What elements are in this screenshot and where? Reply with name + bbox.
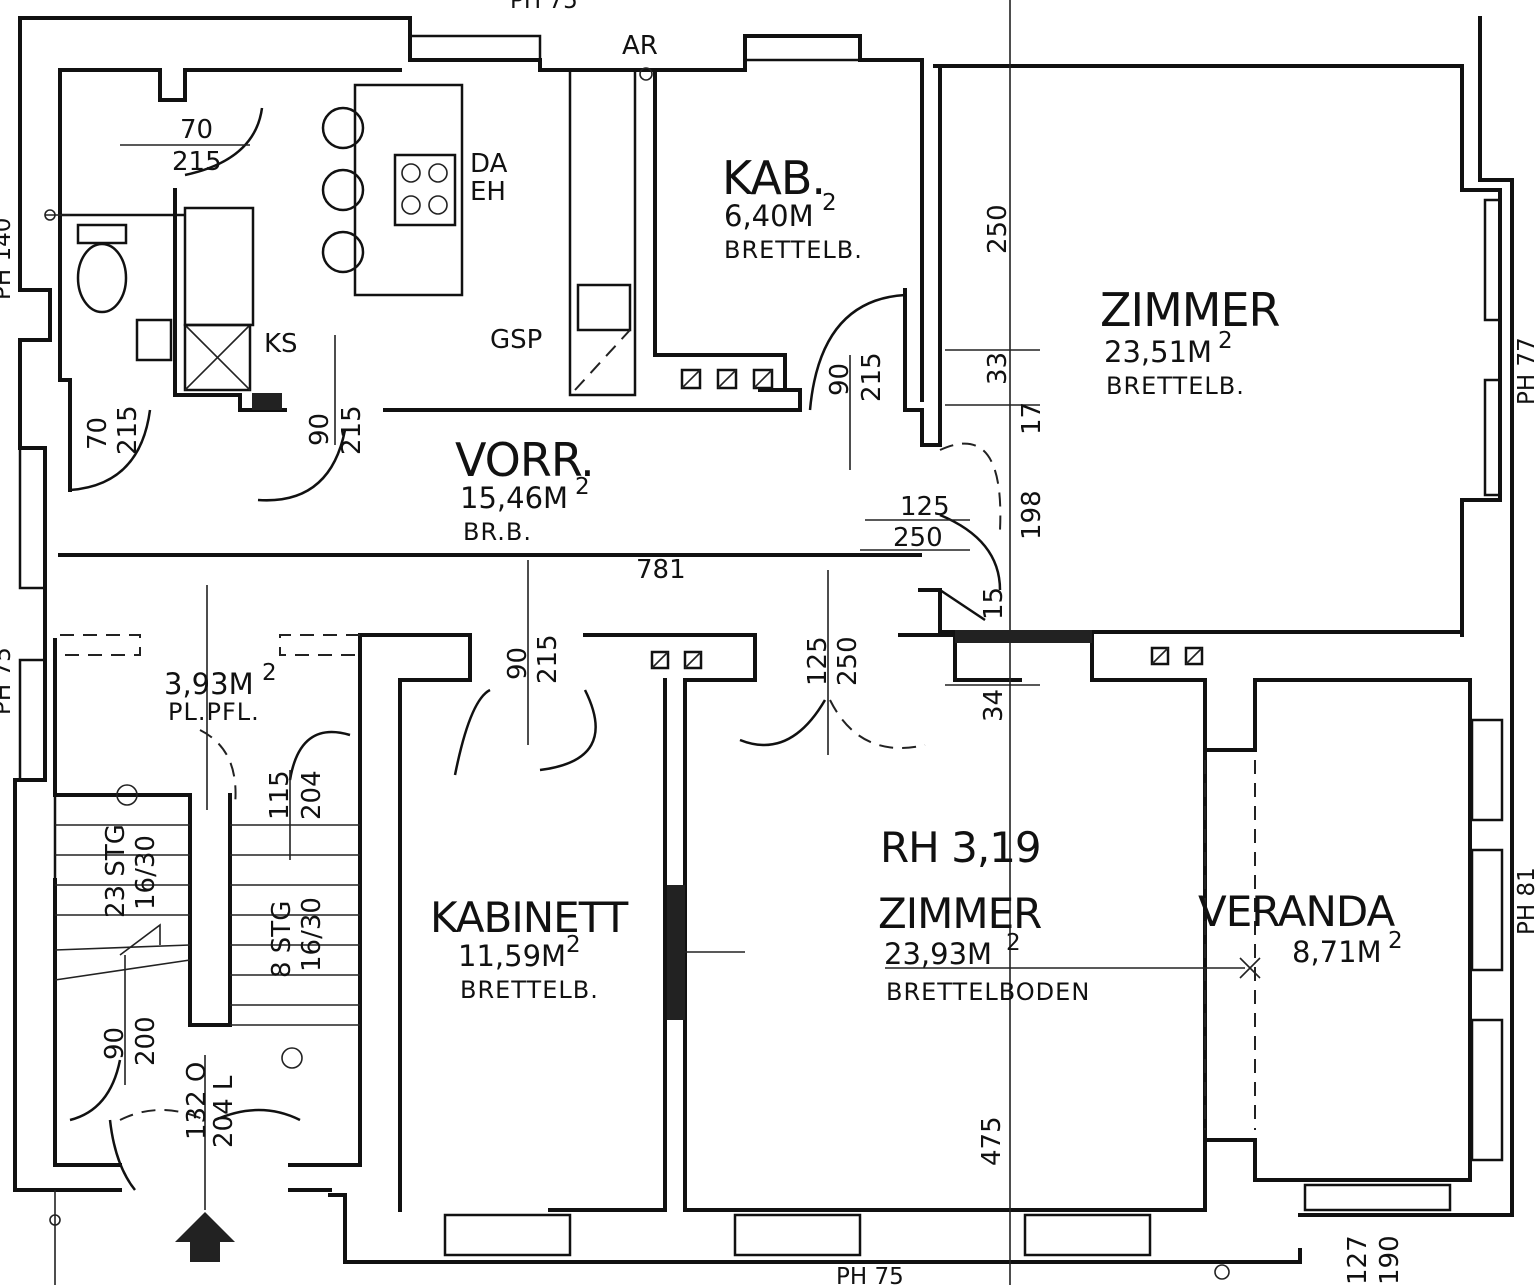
room-landing-floor: PL.PFL.: [168, 698, 260, 726]
dim-90-kab: 90: [825, 363, 855, 396]
ph-left-mid: PH 75: [0, 647, 16, 715]
ph-right-top: PH 77: [1514, 337, 1536, 405]
stair-count-2: 8 STG: [267, 901, 297, 978]
room-zimmer-top-area-sup: 2: [1218, 328, 1233, 354]
dim-34: 34: [979, 689, 1009, 722]
dim-215-kabinett: 215: [533, 634, 563, 684]
dim-90-kabinett: 90: [503, 647, 533, 680]
dim-215-wc: 215: [113, 405, 143, 455]
stair-treads: [54, 784, 360, 1069]
room-zimmer-top-area: 23,51M: [1104, 335, 1212, 369]
dimension-labels: 70 215 70 215 90 215 90 215 250 33 17 12…: [83, 115, 1405, 1285]
room-kab-name: KAB.: [722, 151, 825, 205]
windows: [18, 34, 1504, 1257]
dim-125-door: 125: [900, 492, 950, 522]
room-vorr-area: 15,46M: [460, 481, 568, 515]
room-zimmer-main-name: ZIMMER: [878, 889, 1041, 938]
ph-top: PH 75: [510, 0, 578, 14]
dim-33: 33: [983, 352, 1013, 385]
ph-bottom: PH 75: [836, 1264, 904, 1285]
dim-90-stair: 90: [100, 1027, 130, 1060]
dim-250-zimmer-door: 250: [833, 636, 863, 686]
ph-left-top: PH 140: [0, 218, 16, 300]
room-landing-area-sup: 2: [262, 660, 277, 686]
dim-15: 15: [979, 587, 1009, 620]
ph-right-mid: PH 81: [1514, 867, 1536, 935]
room-zimmer-main-area: 23,93M: [884, 937, 992, 971]
room-kabinett-area-sup: 2: [566, 932, 581, 958]
dim-204-l: 204 L: [209, 1075, 239, 1148]
stair-ratio-1: 16/30: [131, 835, 161, 910]
dim-132-o: 132 O: [182, 1062, 212, 1140]
room-vorr-floor: BR.B.: [463, 518, 532, 546]
room-zimmer-main-area-sup: 2: [1006, 930, 1021, 956]
room-labels: KAB. 6,40M 2 BRETTELB. ZIMMER 23,51M 2 B…: [164, 151, 1403, 1006]
dim-90-kitchen: 90: [305, 413, 335, 446]
room-zimmer-top-floor: BRETTELB.: [1106, 372, 1245, 400]
partitions: [60, 630, 1256, 1130]
dim-200-stair: 200: [131, 1016, 161, 1066]
label-da: DA: [470, 149, 508, 179]
room-zimmer-main-floor: BRETTELBODEN: [886, 978, 1090, 1006]
dim-70-wc: 70: [83, 417, 113, 450]
dim-475: 475: [977, 1116, 1007, 1166]
dim-250-door: 250: [893, 523, 943, 553]
fixture-labels: AR DA EH KS GSP: [264, 31, 658, 359]
stair-ratio-2: 16/30: [297, 897, 327, 972]
room-zimmer-top-name: ZIMMER: [1100, 283, 1280, 337]
room-kabinett-name: KABINETT: [430, 893, 629, 942]
label-eh: EH: [470, 177, 506, 207]
room-kabinett-area: 11,59M: [458, 939, 566, 973]
dim-17: 17: [1017, 402, 1047, 435]
room-vorr-name: VORR.: [455, 433, 594, 487]
room-vorr-area-sup: 2: [575, 474, 590, 500]
door-swings: [69, 107, 1002, 1191]
chimney-flues: [650, 368, 1204, 670]
dim-215-kitchen: 215: [337, 405, 367, 455]
dim-781: 781: [636, 555, 686, 585]
room-kabinett-floor: BRETTELB.: [460, 976, 599, 1004]
dim-215-top: 215: [172, 147, 222, 177]
room-landing-area: 3,93M: [164, 667, 254, 701]
dim-127: 127: [1343, 1235, 1373, 1285]
label-gsp: GSP: [490, 325, 542, 355]
stair-count-1: 23 STG: [101, 824, 131, 918]
dim-115: 115: [265, 770, 295, 820]
dim-125-zimmer: 125: [803, 636, 833, 686]
room-height-label: RH 3,19: [880, 823, 1041, 872]
label-ar: AR: [622, 31, 658, 61]
room-kab-floor: BRETTELB.: [724, 236, 863, 264]
room-veranda-name: VERANDA: [1198, 887, 1396, 936]
dim-70-top: 70: [180, 115, 213, 145]
dim-215-kab: 215: [857, 352, 887, 402]
room-kab-area: 6,40M: [724, 199, 814, 233]
kitchen-fixtures: [44, 67, 653, 410]
entrance-arrow: [175, 1212, 235, 1262]
dim-204: 204: [297, 770, 327, 820]
dim-198: 198: [1017, 490, 1047, 540]
dim-250-zimmer: 250: [983, 204, 1013, 254]
room-kab-area-sup: 2: [822, 190, 837, 216]
room-veranda-area-sup: 2: [1388, 928, 1403, 954]
dimension-lines: [49, 0, 1261, 1285]
room-veranda-area: 8,71M: [1292, 935, 1382, 969]
label-ks: KS: [264, 329, 298, 359]
dim-190: 190: [1375, 1235, 1405, 1285]
inner-walls: [53, 64, 1472, 1212]
